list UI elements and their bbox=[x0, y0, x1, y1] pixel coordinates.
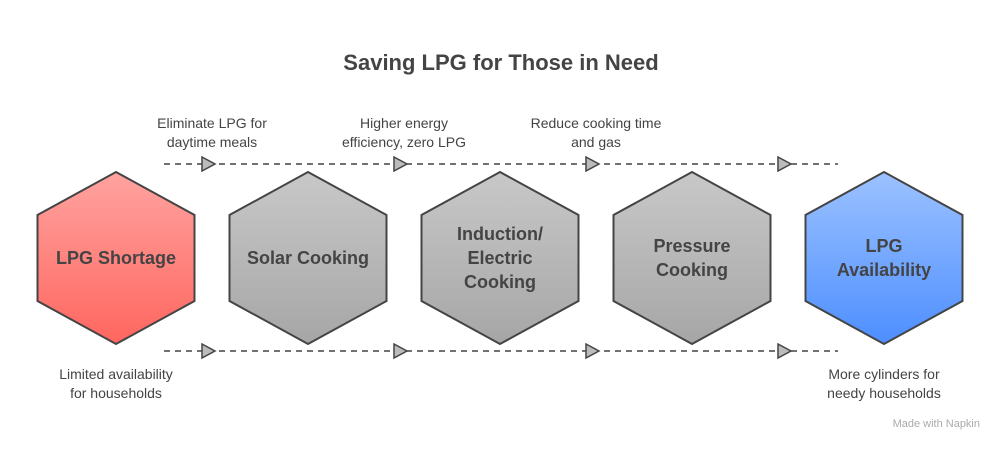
hexagon-shape bbox=[420, 170, 580, 346]
step-label: Induction/ bbox=[457, 224, 543, 244]
hexagon-shape bbox=[228, 170, 388, 346]
step-label: Pressure bbox=[653, 236, 730, 256]
top-note: efficiency, zero LPG bbox=[342, 134, 466, 150]
step-label: Cooking bbox=[656, 260, 728, 280]
hexagon-shape bbox=[612, 170, 772, 346]
arrow-icon bbox=[201, 155, 217, 173]
diagram-title: Saving LPG for Those in Need bbox=[343, 50, 658, 75]
top-note: and gas bbox=[571, 134, 621, 150]
step-label: LPG bbox=[865, 236, 902, 256]
step-label: LPG Shortage bbox=[56, 248, 176, 268]
top-note: daytime meals bbox=[167, 134, 257, 150]
top-note: Reduce cooking time bbox=[531, 115, 662, 131]
bottom-note: More cylinders for bbox=[828, 366, 940, 382]
step-label: Solar Cooking bbox=[247, 248, 369, 268]
step-label: Availability bbox=[837, 260, 931, 280]
bottom-note: for households bbox=[70, 385, 162, 401]
top-note: Higher energy bbox=[360, 115, 448, 131]
arrow-icon bbox=[585, 155, 601, 173]
arrow-icon bbox=[201, 342, 217, 360]
step-label: Cooking bbox=[464, 272, 536, 292]
arrow-icon bbox=[777, 155, 793, 173]
arrow-icon bbox=[585, 342, 601, 360]
arrow-icon bbox=[393, 342, 409, 360]
top-note: Eliminate LPG for bbox=[157, 115, 267, 131]
bottom-note: Limited availability bbox=[59, 366, 173, 382]
hexagon-shape bbox=[36, 170, 196, 346]
napkin-watermark: Made with Napkin bbox=[893, 418, 980, 430]
step-hexagon: Solar Cooking Eliminate LPG for daytime me… bbox=[157, 115, 388, 346]
hexagon-shape bbox=[804, 170, 964, 346]
bottom-note: needy households bbox=[827, 385, 941, 401]
arrow-icon bbox=[777, 342, 793, 360]
step-label: Electric bbox=[467, 248, 532, 268]
arrow-icon bbox=[393, 155, 409, 173]
